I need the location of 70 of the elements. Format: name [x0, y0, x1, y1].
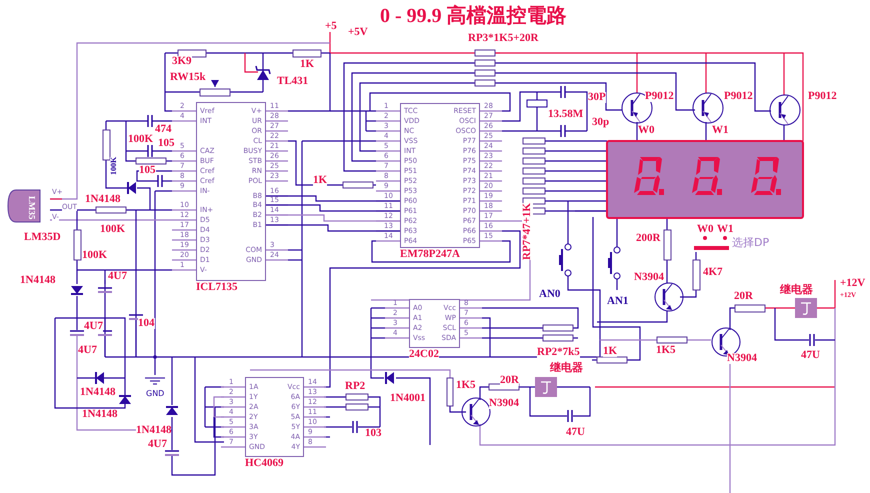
part-number: P9012: [645, 91, 674, 102]
relay-label: 继电器: [780, 285, 813, 296]
part-number: N3904: [727, 353, 757, 364]
part-number: N3904: [489, 398, 519, 409]
component-value: RW15k: [170, 72, 206, 83]
supply-label: +5: [325, 21, 337, 32]
component-value: 30p: [592, 117, 610, 128]
component-value: 4U7: [84, 321, 103, 332]
component-value: 4U7: [148, 439, 167, 450]
component-value: 47U: [566, 427, 585, 438]
component-value: 100K: [110, 156, 118, 175]
part-number: EM78P247A: [400, 249, 460, 260]
component-value: 100K: [128, 134, 154, 145]
digit-label: W1: [712, 125, 728, 136]
component-value: 1K: [603, 346, 618, 357]
supply-label: +5V: [348, 27, 368, 38]
wire: [264, 214, 400, 222]
part-number: 1N4148: [136, 425, 172, 436]
component-value: 20R: [734, 291, 753, 302]
part-number: TL431: [277, 76, 308, 87]
wire: [264, 204, 400, 212]
part-number: 1N4148: [82, 409, 118, 420]
component-value: 100K: [100, 224, 126, 235]
component-value: 4K7: [703, 267, 723, 278]
component-value: 1K5: [656, 345, 676, 356]
component-value: 4U7: [108, 271, 127, 282]
part-number: 24C02: [409, 349, 439, 360]
component-value: 200R: [636, 233, 660, 244]
component-value: RP2*7k5: [537, 347, 580, 358]
component-value: RP3*1K5+20R: [468, 33, 538, 44]
component-value: 1K: [313, 175, 328, 186]
component-value: 47U: [801, 350, 820, 361]
part-number: HC4069: [245, 458, 284, 469]
component-value: 20R: [500, 375, 519, 386]
part-number: 1N4148: [80, 387, 116, 398]
part-number: 1N4001: [390, 393, 426, 404]
part-number: ICL7135: [196, 282, 238, 293]
part-number: 1N4148: [20, 275, 56, 286]
component-value: 30P: [588, 92, 606, 103]
component-value: 3K9: [172, 56, 192, 67]
switch-label: AN0: [539, 289, 560, 300]
component-value: 4U7: [78, 345, 97, 356]
ground-label: GND: [146, 390, 164, 398]
component-value: 1K5: [456, 380, 476, 391]
sensor-marking: LM35: [27, 196, 36, 220]
switch-label: AN1: [607, 296, 628, 307]
component-value: 105: [158, 138, 174, 149]
component-value: RP7*47+1K: [522, 203, 533, 260]
jumper-label: W1: [717, 224, 734, 235]
diagram-title: 0 - 99.9 高檔溫控電路: [380, 6, 567, 26]
part-number: N3904: [634, 272, 664, 283]
part-number: 1N4148: [85, 194, 120, 205]
jumper-label: 选择DP: [732, 237, 770, 248]
relay-label: 继电器: [550, 363, 583, 374]
component-value: 100K: [82, 250, 108, 261]
jumper-label: W0: [697, 224, 714, 235]
supply-label: +12V: [840, 278, 866, 289]
wire: [264, 195, 400, 202]
component-value: 13.58M: [548, 109, 584, 120]
digit-label: W0: [638, 125, 654, 136]
part-number: P9012: [808, 91, 837, 102]
component-value: 103: [365, 428, 382, 439]
wire: [264, 224, 400, 232]
component-value: RP2: [345, 381, 366, 392]
component-value: 105: [139, 165, 156, 176]
component-value: 104: [138, 318, 154, 329]
part-number: P9012: [724, 91, 753, 102]
component-value: 474: [155, 124, 172, 135]
component-value: 1K: [300, 59, 314, 70]
part-number: LM35D: [24, 232, 61, 243]
